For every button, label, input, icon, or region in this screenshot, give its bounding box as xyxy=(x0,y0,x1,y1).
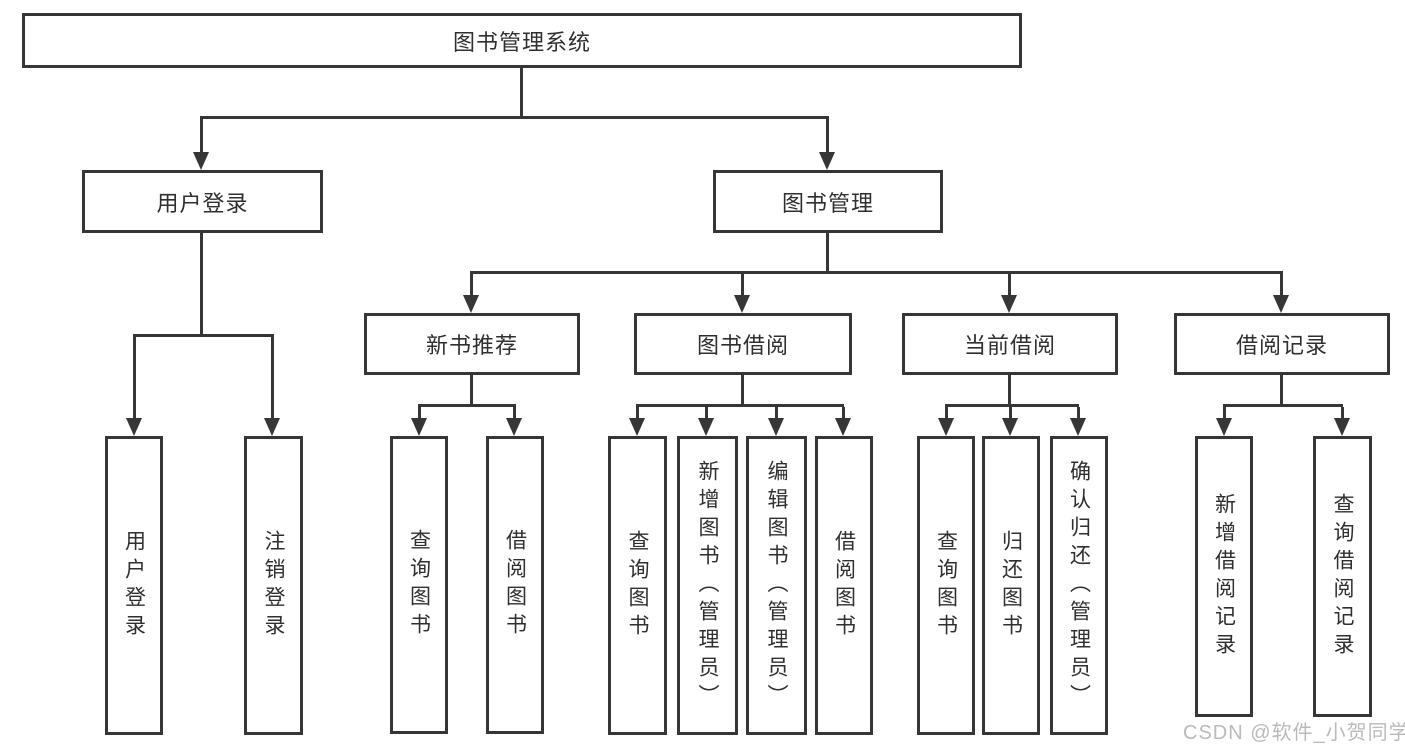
node-current-borrowing: 当前借阅 xyxy=(902,313,1118,375)
arrowhead xyxy=(1002,418,1018,436)
connector-line xyxy=(200,116,829,119)
node-confirm-return-admin: 确认归还（管理员） xyxy=(1050,436,1108,735)
watermark: CSDN @软件_小贺同学 xyxy=(1183,722,1405,744)
connector-line xyxy=(1008,375,1011,407)
arrowhead xyxy=(1216,418,1232,436)
arrowhead xyxy=(506,418,522,436)
connector-line xyxy=(1008,274,1011,297)
connector-line xyxy=(470,271,1283,274)
node-logout-leaf: 注销登录 xyxy=(244,436,303,735)
node-book-borrowing: 图书借阅 xyxy=(634,313,852,375)
connector-line xyxy=(513,407,516,420)
arrowhead xyxy=(698,418,714,436)
arrowhead xyxy=(411,418,427,436)
node-edit-books-admin: 编辑图书（管理员） xyxy=(746,436,807,735)
connector-line xyxy=(1280,375,1283,407)
connector-line xyxy=(1223,407,1226,420)
connector-line xyxy=(945,404,1079,407)
connector-line xyxy=(133,337,136,420)
connector-line xyxy=(271,337,274,420)
connector-line xyxy=(1280,274,1283,297)
connector-line xyxy=(133,334,274,337)
connector-line xyxy=(520,68,523,119)
connector-line xyxy=(826,233,829,274)
connector-line xyxy=(200,233,203,337)
node-user-login-branch: 用户登录 xyxy=(82,170,323,233)
arrowhead xyxy=(1273,295,1289,313)
connector-line xyxy=(741,274,744,297)
connector-line xyxy=(636,407,639,420)
node-query-books-current: 查询图书 xyxy=(917,436,975,735)
connector-line xyxy=(741,375,744,407)
connector-line xyxy=(775,407,778,420)
connector-line xyxy=(945,407,948,420)
node-borrowing-records: 借阅记录 xyxy=(1174,313,1390,375)
arrowhead xyxy=(768,418,784,436)
connector-line xyxy=(1009,407,1012,420)
connector-line xyxy=(842,407,845,420)
arrowhead xyxy=(126,418,142,436)
node-borrow-books-recommend: 借阅图书 xyxy=(486,436,544,734)
arrowhead xyxy=(463,295,479,313)
node-add-books-admin: 新增图书（管理员） xyxy=(677,436,738,735)
node-book-management-branch: 图书管理 xyxy=(713,170,943,233)
node-new-book-recommend: 新书推荐 xyxy=(364,313,580,375)
node-add-borrow-record: 新增借阅记录 xyxy=(1195,436,1253,717)
arrowhead xyxy=(835,418,851,436)
connector-line xyxy=(705,407,708,420)
node-query-borrow-record: 查询借阅记录 xyxy=(1313,436,1372,717)
connector-line xyxy=(1077,407,1080,420)
arrowhead xyxy=(1001,295,1017,313)
connector-line xyxy=(200,119,203,154)
connector-line xyxy=(636,404,844,407)
connector-line xyxy=(470,375,473,407)
node-query-books-recommend: 查询图书 xyxy=(390,436,448,734)
node-user-login-leaf: 用户登录 xyxy=(105,436,163,735)
node-library-management-system: 图书管理系统 xyxy=(22,13,1022,68)
arrowhead xyxy=(938,418,954,436)
arrowhead xyxy=(819,152,835,170)
arrowhead xyxy=(1070,418,1086,436)
arrowhead xyxy=(629,418,645,436)
connector-line xyxy=(418,407,421,420)
node-query-books-borrowing: 查询图书 xyxy=(608,436,667,735)
connector-line xyxy=(826,119,829,154)
connector-line xyxy=(470,274,473,297)
connector-line xyxy=(1341,407,1344,420)
node-return-books: 归还图书 xyxy=(982,436,1040,735)
connector-line xyxy=(418,404,516,407)
arrowhead xyxy=(193,152,209,170)
arrowhead xyxy=(734,295,750,313)
connector-line xyxy=(1223,404,1343,407)
arrowhead xyxy=(1334,418,1350,436)
node-borrow-books-leaf: 借阅图书 xyxy=(815,436,873,735)
arrowhead xyxy=(264,418,280,436)
